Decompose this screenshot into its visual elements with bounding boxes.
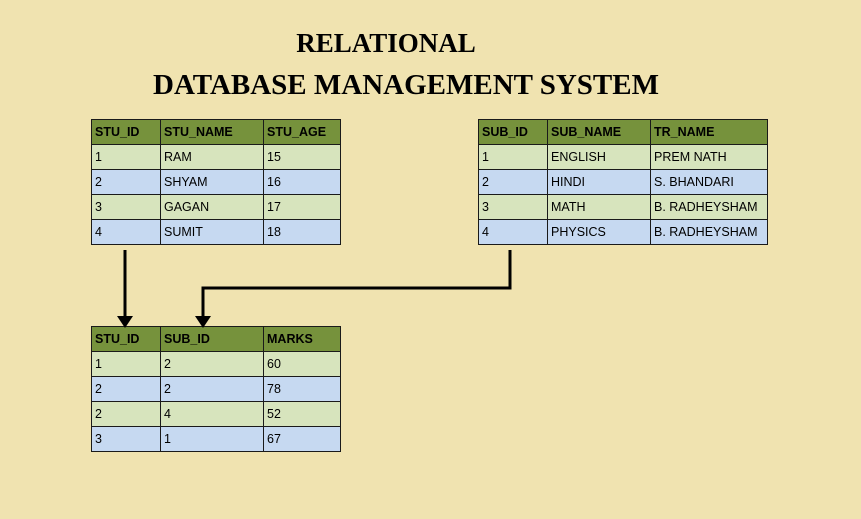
table-cell: B. RADHEYSHAM [650, 194, 768, 220]
column-header: STU_NAME [160, 119, 264, 145]
table-cell: 3 [91, 194, 161, 220]
table-row: 2 4 52 [91, 401, 341, 427]
table-cell: SUMIT [160, 219, 264, 245]
column-header: STU_ID [91, 119, 161, 145]
table-cell: 4 [91, 219, 161, 245]
table-cell: 4 [160, 401, 264, 427]
table-row: 4 PHYSICS B. RADHEYSHAM [478, 219, 768, 245]
table-cell: 1 [91, 351, 161, 377]
table-cell: PHYSICS [547, 219, 651, 245]
table-cell: 2 [91, 169, 161, 195]
column-header: STU_ID [91, 326, 161, 352]
table-row: 3 1 67 [91, 426, 341, 452]
table-cell: 2 [160, 351, 264, 377]
table-row: 1 ENGLISH PREM NATH [478, 144, 768, 170]
column-header: SUB_ID [478, 119, 548, 145]
column-header: SUB_ID [160, 326, 264, 352]
table-row: 1 2 60 [91, 351, 341, 377]
table-cell: B. RADHEYSHAM [650, 219, 768, 245]
table-cell: 1 [478, 144, 548, 170]
table-row: 2 SHYAM 16 [91, 169, 341, 195]
table-cell: HINDI [547, 169, 651, 195]
table-header-row: STU_ID SUB_ID MARKS [91, 326, 341, 352]
column-header: SUB_NAME [547, 119, 651, 145]
table-cell: 3 [478, 194, 548, 220]
table-cell: 2 [91, 401, 161, 427]
column-header: TR_NAME [650, 119, 768, 145]
table-cell: 2 [160, 376, 264, 402]
table-row: 3 MATH B. RADHEYSHAM [478, 194, 768, 220]
table-cell: 16 [263, 169, 341, 195]
table-cell: 4 [478, 219, 548, 245]
table-cell: S. BHANDARI [650, 169, 768, 195]
table-cell: SHYAM [160, 169, 264, 195]
student-table: STU_ID STU_NAME STU_AGE 1 RAM 15 2 SHYAM… [91, 119, 341, 245]
table-cell: RAM [160, 144, 264, 170]
table-header-row: STU_ID STU_NAME STU_AGE [91, 119, 341, 145]
table-cell: 52 [263, 401, 341, 427]
diagram-title-line-1: RELATIONAL [296, 28, 476, 58]
table-cell: PREM NATH [650, 144, 768, 170]
column-header: STU_AGE [263, 119, 341, 145]
table-row: 4 SUMIT 18 [91, 219, 341, 245]
table-row: 1 RAM 15 [91, 144, 341, 170]
table-cell: 17 [263, 194, 341, 220]
marks-table: STU_ID SUB_ID MARKS 1 2 60 2 2 78 2 4 52… [91, 326, 341, 452]
table-row: 2 HINDI S. BHANDARI [478, 169, 768, 195]
table-cell: 2 [91, 376, 161, 402]
table-header-row: SUB_ID SUB_NAME TR_NAME [478, 119, 768, 145]
subject-table: SUB_ID SUB_NAME TR_NAME 1 ENGLISH PREM N… [478, 119, 768, 245]
table-cell: 1 [91, 144, 161, 170]
table-cell: 2 [478, 169, 548, 195]
table-cell: 60 [263, 351, 341, 377]
diagram-title-line-2: DATABASE MANAGEMENT SYSTEM [153, 69, 659, 101]
table-cell: ENGLISH [547, 144, 651, 170]
table-cell: MATH [547, 194, 651, 220]
table-cell: 78 [263, 376, 341, 402]
table-cell: GAGAN [160, 194, 264, 220]
connector-subject-to-marks [201, 250, 512, 318]
table-cell: 18 [263, 219, 341, 245]
table-cell: 1 [160, 426, 264, 452]
table-cell: 67 [263, 426, 341, 452]
table-cell: 3 [91, 426, 161, 452]
column-header: MARKS [263, 326, 341, 352]
table-cell: 15 [263, 144, 341, 170]
table-row: 2 2 78 [91, 376, 341, 402]
table-row: 3 GAGAN 17 [91, 194, 341, 220]
